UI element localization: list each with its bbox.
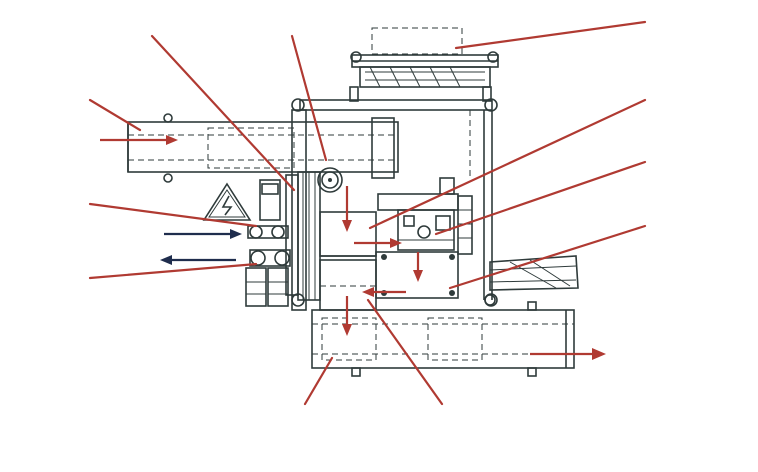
valve-manifold bbox=[245, 179, 291, 307]
main-frame bbox=[291, 98, 498, 311]
outlet-duct bbox=[311, 301, 575, 377]
inlet-duct bbox=[127, 113, 399, 183]
flow-arrows bbox=[100, 135, 606, 360]
high-voltage-warning-icon bbox=[202, 182, 252, 221]
top-module bbox=[349, 27, 499, 102]
wheel-assembly bbox=[285, 167, 343, 301]
discharge-chute bbox=[484, 255, 579, 306]
callout-leaders bbox=[88, 20, 647, 406]
control-module bbox=[375, 177, 473, 299]
supply-arrows bbox=[160, 229, 242, 265]
